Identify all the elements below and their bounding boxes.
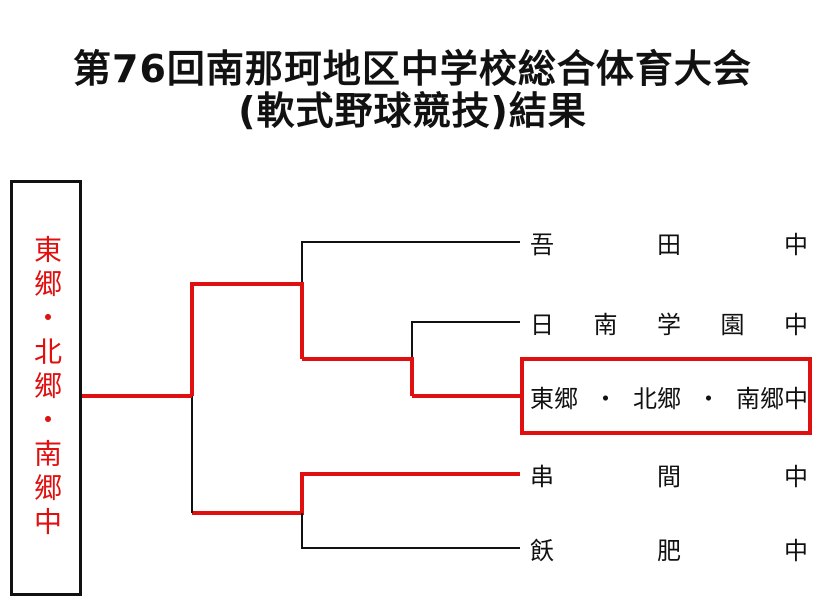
bracket-line-nichinan: [411, 321, 520, 396]
winner-highlight-box: [520, 357, 812, 435]
team-char: 学: [657, 310, 681, 339]
team-obi: 飫 肥 中: [530, 533, 808, 565]
champion-name: 東郷・北郷・南郷中: [30, 235, 63, 541]
team-char: 肥: [657, 536, 681, 565]
team-togo-kitago-nango: 東郷 ・ 北郷 ・ 南郷中: [530, 381, 808, 413]
team-char: 串: [530, 462, 554, 491]
team-char: 中: [784, 310, 808, 339]
team-aguta: 吾 田 中: [530, 227, 808, 259]
team-char: 南郷中: [736, 384, 808, 413]
title-line-1: 第76回南那珂地区中学校総合体育大会: [73, 47, 752, 91]
team-char: 間: [657, 462, 681, 491]
team-char: 田: [657, 230, 681, 259]
team-char: 中: [784, 536, 808, 565]
team-char: ・: [696, 384, 721, 413]
bracket-line-top-winner: [190, 282, 304, 396]
champion-box: 東郷・北郷・南郷中: [10, 180, 82, 596]
team-char: 飫: [530, 536, 554, 565]
team-char: ・: [593, 384, 618, 413]
team-nichinan-gakuen: 日 南 学 園 中: [530, 307, 808, 339]
team-char: 北郷: [633, 384, 681, 413]
team-char: 吾: [530, 230, 554, 259]
team-char: 東郷: [530, 384, 578, 413]
team-kushima: 串 間 中: [530, 459, 808, 491]
team-char: 園: [720, 310, 745, 339]
team-char: 南: [593, 310, 618, 339]
team-char: 中: [784, 230, 808, 259]
title-line-2: (軟式野球競技)結果: [238, 89, 587, 133]
team-char: 中: [784, 462, 808, 491]
team-char: 日: [530, 310, 554, 339]
bracket-line-semi-top: [302, 357, 414, 396]
bracket-line-kushima: [192, 472, 520, 515]
bracket-line-obi: [301, 513, 520, 549]
